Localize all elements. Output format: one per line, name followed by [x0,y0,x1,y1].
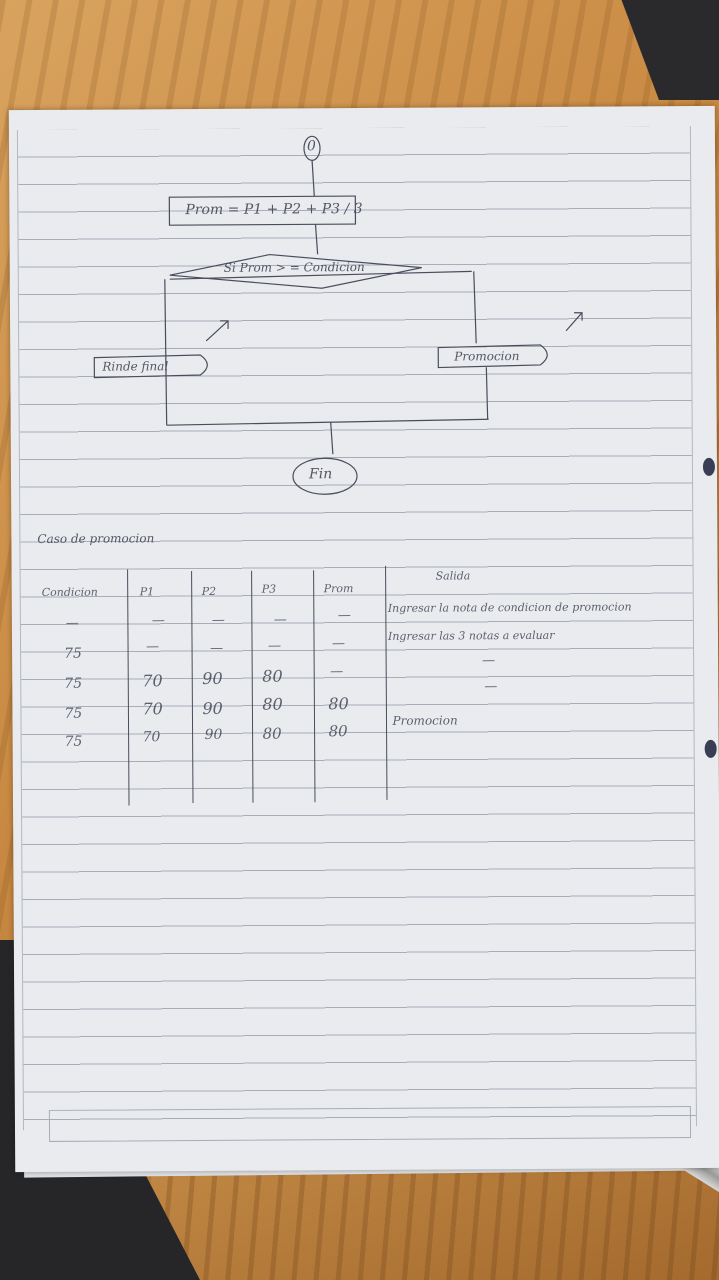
table-cell: — [145,639,160,655]
notebook-page: 0 Prom = P1 + P2 + P3 / 3 Si Prom > = Co… [8,105,719,1173]
table-cell: 75 [64,675,83,692]
table-cell: 80 [328,694,349,714]
table-cell: — [330,664,344,680]
table-grid [127,565,388,806]
table-cell: — [484,679,498,695]
output-right-label: Promocion [454,349,520,364]
table-cell: — [211,612,225,628]
table-cell: — [331,636,346,652]
table-cell: Ingresar las 3 notas a evaluar [387,628,555,643]
process-box-label: Prom = P1 + P2 + P3 / 3 [185,201,363,219]
output-right-shape [437,344,548,369]
decision-label: Si Prom > = Condicion [223,259,365,275]
table-header-p3: P3 [261,582,277,596]
table-cell: 90 [202,668,223,688]
table-cell: — [337,608,351,624]
table-cell: 80 [262,694,283,714]
output-left-shape [93,354,208,379]
table-cell: 75 [64,645,82,662]
end-node-shape [292,457,358,495]
start-node-shape [303,135,321,161]
output-left-label: Rinde final [102,359,169,374]
table-cell: Ingresar la nota de condicion de promoci… [387,600,632,615]
table-header-prom: Prom [323,582,354,596]
table-cell: 70 [142,671,163,691]
table-cell: 90 [204,726,223,743]
table-cell: — [65,615,79,631]
test-case-heading: Caso de promocion [37,531,155,546]
process-box-shape [168,195,357,226]
table-cell: 90 [202,698,223,718]
table-header-condicion: Condicion [41,585,98,599]
table-cell: — [210,640,224,656]
table-cell: — [151,613,165,629]
flowchart [93,135,583,806]
table-header-p2: P2 [201,584,217,598]
table-cell: 80 [328,722,348,741]
decision-shape [169,253,422,289]
table-cell: 75 [64,705,83,722]
table-cell: 75 [64,733,83,750]
end-node-label: Fin [308,466,333,483]
table-header-p1: P1 [139,585,155,599]
table-cell: 70 [142,699,163,719]
table-cell: 70 [142,729,161,746]
table-cell: — [273,612,287,628]
table-cell: 80 [262,666,283,686]
table-cell: — [267,638,282,654]
table-cell: 80 [262,724,282,743]
start-node-label: 0 [306,138,316,155]
table-cell: — [482,653,496,669]
table-cell: Promocion [392,713,458,728]
table-header-salida: Salida [435,569,471,583]
